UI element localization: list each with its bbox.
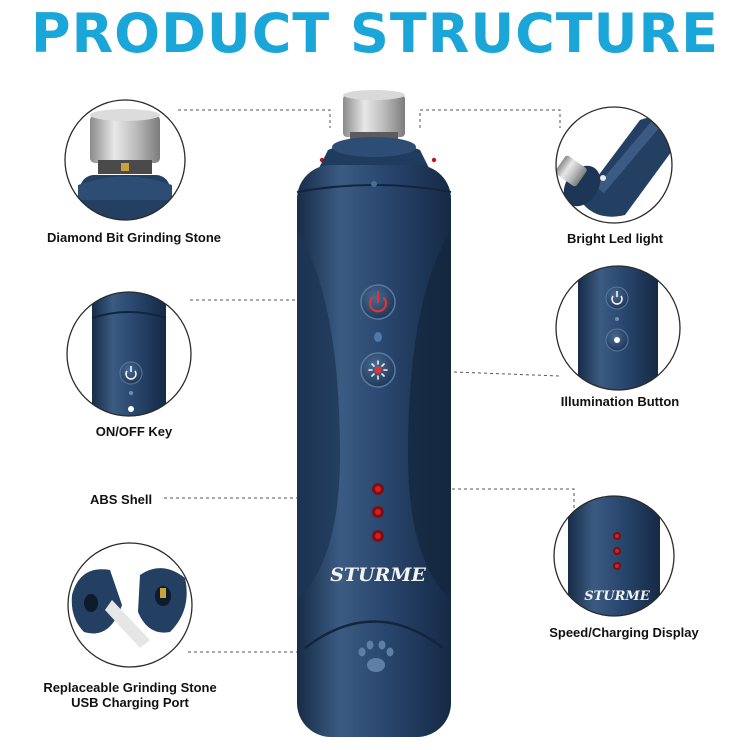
label-speed-display: Speed/Charging Display [549,625,699,640]
label-abs-shell: ABS Shell [90,492,153,507]
detail-speed-display: STURME [553,495,675,617]
detail-bright-led [555,106,673,224]
speed-leds [372,483,384,542]
brand-logo-detail: STURME [584,589,651,604]
label-illumination-button: Illumination Button [560,394,680,409]
leader-speed [398,488,575,512]
label-usb-port: Replaceable Grinding Stone USB Charging … [28,680,232,710]
grinding-bit [343,90,405,142]
leader-bright [419,109,561,128]
label-onoff-key: ON/OFF Key [95,424,173,439]
detail-illumination-button [555,265,681,391]
product-main: STURME [296,90,452,737]
light-icon [368,360,388,380]
label-usb-line1: Replaceable Grinding Stone [43,680,217,695]
detail-usb-port [67,542,193,668]
page-title: PRODUCT STRUCTURE [31,2,719,65]
label-diamond-bit: Diamond Bit Grinding Stone [46,230,222,245]
power-icon [368,290,388,313]
label-bright-led: Bright Led light [566,231,664,246]
detail-onoff-key [66,291,192,417]
power-button [360,284,396,320]
detail-diamond-bit [64,99,186,221]
leader-diamond [178,109,331,128]
paw-icon [358,640,394,672]
illumination-button [360,352,396,388]
label-usb-line2: USB Charging Port [71,695,189,710]
brand-logo: STURME [330,564,426,586]
abs-shell [297,165,451,737]
